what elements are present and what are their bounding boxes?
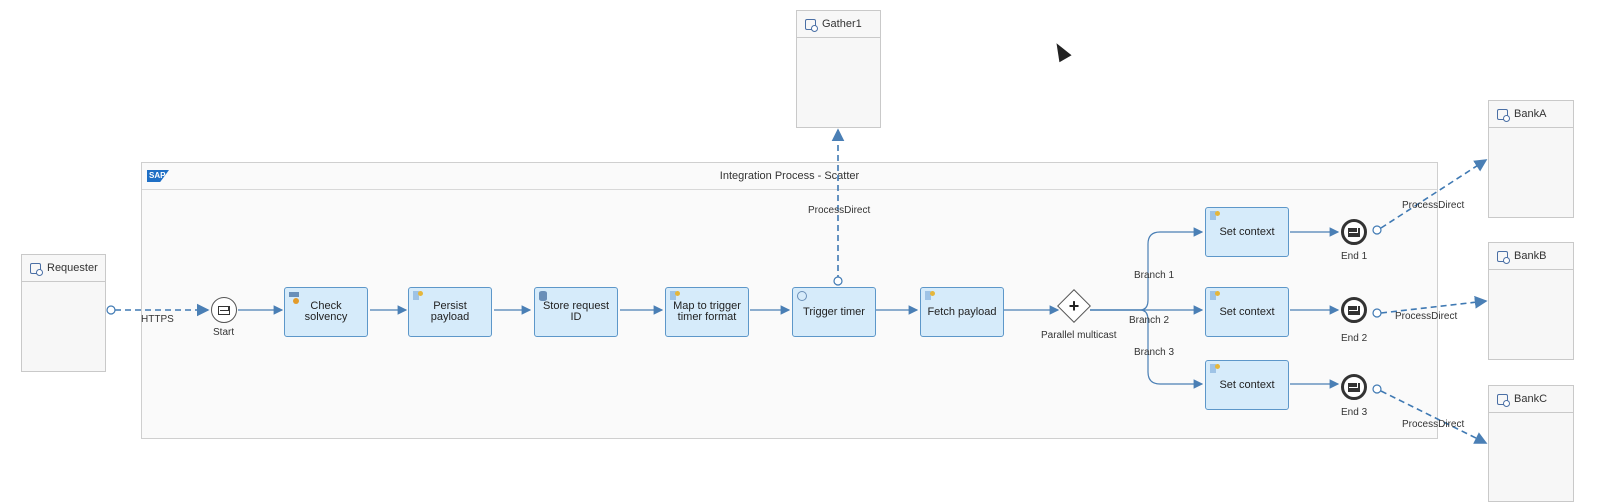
message-flow-origin — [1372, 225, 1382, 235]
message-flow-origin — [1372, 384, 1382, 394]
envelope-icon — [1348, 227, 1360, 237]
task-fetch-payload[interactable]: Fetch payload — [920, 287, 1004, 337]
participant-icon — [1497, 250, 1510, 264]
participant-icon — [1497, 108, 1510, 122]
branch-1-label: Branch 1 — [1134, 270, 1175, 281]
message-flow-bank-a — [1380, 159, 1488, 229]
task-label: Set context — [1219, 225, 1275, 238]
participant-label: Requester — [47, 262, 98, 274]
participant-icon — [1497, 393, 1510, 407]
participant-gather[interactable]: Gather1 — [796, 10, 881, 128]
task-persist-payload[interactable]: Persist payload — [408, 287, 492, 337]
envelope-icon — [1348, 305, 1360, 315]
router-icon — [289, 292, 299, 304]
adapter-label-bank-a: ProcessDirect — [1402, 200, 1465, 211]
message-flow-origin — [106, 305, 116, 315]
participant-icon — [805, 18, 818, 32]
adapter-label-bank-c: ProcessDirect — [1402, 419, 1465, 430]
adapter-label-bank-b: ProcessDirect — [1395, 311, 1458, 322]
task-label: Map to trigger timer format — [673, 300, 741, 323]
end-event-1[interactable] — [1341, 219, 1367, 245]
end-event-2[interactable] — [1341, 297, 1367, 323]
message-flow-origin — [1372, 308, 1382, 318]
task-check-solvency[interactable]: Check solvency — [284, 287, 368, 337]
mapping-icon — [670, 291, 680, 301]
end-1-label: End 1 — [1341, 251, 1368, 262]
script-icon — [1210, 291, 1220, 301]
branch-3-label: Branch 3 — [1134, 347, 1175, 358]
task-label: Trigger timer — [803, 305, 865, 318]
adapter-label-https: HTTPS — [141, 314, 174, 325]
pool-title: Integration Process - Scatter — [719, 170, 860, 182]
plus-icon: + — [1068, 295, 1080, 316]
participant-bank-c[interactable]: BankC — [1488, 385, 1574, 502]
start-label: Start — [213, 327, 235, 338]
task-label: Set context — [1219, 378, 1275, 391]
participant-icon — [30, 262, 43, 276]
participant-bank-a[interactable]: BankA — [1488, 100, 1574, 218]
participant-label: BankB — [1514, 250, 1547, 262]
task-label: Set context — [1219, 305, 1275, 318]
task-store-request-id[interactable]: Store request ID — [534, 287, 618, 337]
datastore-icon — [539, 291, 547, 301]
task-label: Persist payload — [430, 300, 470, 323]
envelope-icon — [218, 305, 230, 315]
task-set-context-1[interactable]: Set context — [1205, 207, 1289, 257]
task-map-timer-format[interactable]: Map to trigger timer format — [665, 287, 749, 337]
task-label: Store request ID — [542, 300, 610, 323]
timer-icon — [797, 291, 807, 301]
participant-label: BankA — [1514, 108, 1547, 120]
task-set-context-2[interactable]: Set context — [1205, 287, 1289, 337]
task-set-context-3[interactable]: Set context — [1205, 360, 1289, 410]
start-event[interactable] — [211, 297, 237, 323]
envelope-icon — [1348, 382, 1360, 392]
task-trigger-timer[interactable]: Trigger timer — [792, 287, 876, 337]
script-icon — [413, 291, 423, 301]
message-flow-bank-b — [1380, 295, 1488, 314]
message-flow-origin — [833, 276, 843, 286]
gateway-label: Parallel multicast — [1041, 330, 1117, 341]
task-label: Fetch payload — [927, 305, 997, 318]
participant-label: BankC — [1514, 393, 1548, 405]
adapter-label-gather: ProcessDirect — [808, 205, 871, 216]
sequence-flow-branch-3 — [1090, 309, 1204, 389]
end-3-label: End 3 — [1341, 407, 1368, 418]
participant-requester[interactable]: Requester — [21, 254, 106, 372]
script-icon — [1210, 211, 1220, 221]
participant-label: Gather1 — [822, 18, 862, 30]
end-event-3[interactable] — [1341, 374, 1367, 400]
participant-bank-b[interactable]: BankB — [1488, 242, 1574, 360]
script-icon — [925, 291, 935, 301]
message-flow-bank-c — [1380, 390, 1488, 444]
end-2-label: End 2 — [1341, 333, 1368, 344]
task-label: Check solvency — [304, 300, 348, 323]
script-icon — [1210, 364, 1220, 374]
branch-2-label: Branch 2 — [1129, 315, 1170, 326]
